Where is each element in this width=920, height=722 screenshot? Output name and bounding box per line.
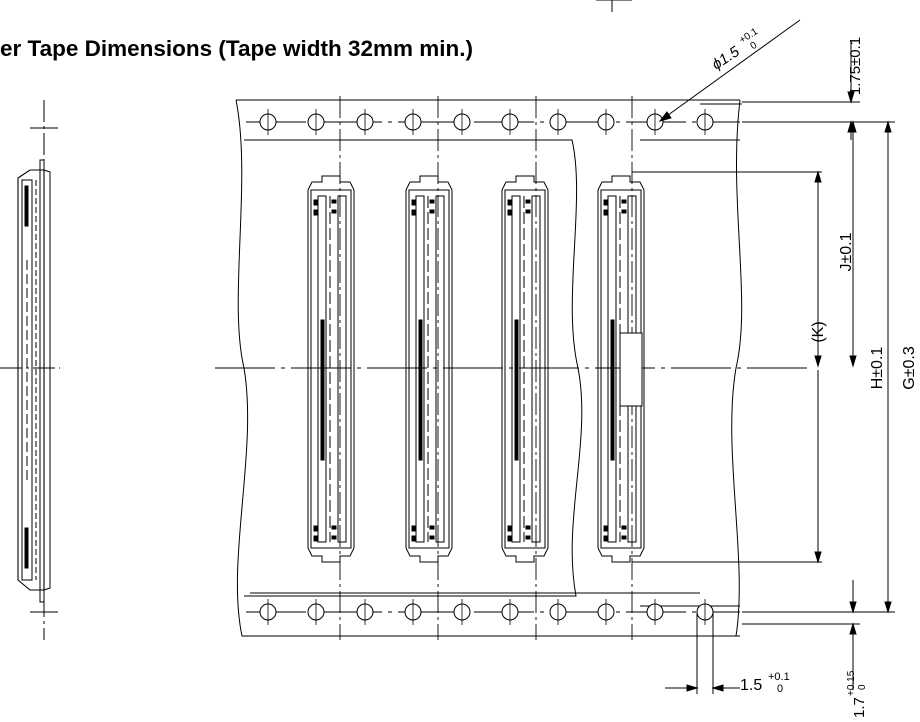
terminal-mark bbox=[313, 199, 318, 206]
dimension-text: ϕ1.5 +0.1 0 1.75±0.1 J±0.1 (K) H±0.1 G±0… bbox=[709, 26, 918, 718]
terminal-mark bbox=[621, 209, 627, 214]
side-view bbox=[0, 100, 60, 640]
connector-rail-left bbox=[607, 195, 617, 543]
connector bbox=[597, 175, 645, 563]
connector-housing bbox=[597, 175, 645, 563]
connector bbox=[405, 175, 453, 563]
terminal-mark bbox=[603, 199, 608, 206]
terminal-mark bbox=[507, 199, 512, 206]
side-view-mark-bottom bbox=[24, 527, 29, 569]
terminal-mark bbox=[411, 535, 416, 542]
center-marker bbox=[619, 332, 643, 407]
pitch-offset-label: 1.5 bbox=[740, 677, 762, 694]
terminal-mark bbox=[525, 535, 531, 540]
connector-rail-left bbox=[511, 195, 521, 543]
connector-housing bbox=[501, 175, 549, 563]
terminal-mark bbox=[429, 525, 435, 530]
terminal-mark bbox=[411, 209, 416, 216]
connector-contact-strip bbox=[320, 319, 325, 461]
connector-rail-right bbox=[435, 195, 445, 543]
drawing-title: er Tape Dimensions (Tape width 32mm min.… bbox=[0, 36, 474, 61]
terminal-mark bbox=[429, 199, 435, 204]
terminal-mark bbox=[331, 535, 337, 540]
H-label: H±0.1 bbox=[869, 347, 886, 390]
svg-text:+0.15: +0.15 bbox=[846, 670, 857, 696]
terminal-mark bbox=[313, 209, 318, 216]
terminal-mark bbox=[313, 535, 318, 542]
connector-frame bbox=[408, 189, 450, 549]
hole-diameter-label: ϕ1.5 bbox=[709, 43, 743, 74]
connector bbox=[501, 175, 549, 563]
K-label: (K) bbox=[810, 321, 827, 342]
terminal-mark bbox=[603, 535, 608, 542]
terminal-mark bbox=[507, 525, 512, 532]
terminal-mark bbox=[621, 525, 627, 530]
terminal-mark bbox=[507, 535, 512, 542]
terminal-mark bbox=[331, 209, 337, 214]
dimension-lines bbox=[596, 0, 895, 694]
terminal-mark bbox=[331, 199, 337, 204]
connector-contact-strip bbox=[610, 319, 615, 461]
terminal-mark bbox=[411, 199, 416, 206]
svg-text:+0.1: +0.1 bbox=[768, 671, 790, 683]
connector-frame bbox=[504, 189, 546, 549]
terminal-mark bbox=[331, 525, 337, 530]
terminal-mark bbox=[507, 209, 512, 216]
sprocket-holes bbox=[259, 109, 714, 625]
terminal-mark bbox=[525, 209, 531, 214]
terminal-mark bbox=[411, 525, 416, 532]
svg-text:0: 0 bbox=[749, 40, 760, 52]
terminal-mark bbox=[525, 525, 531, 530]
bottom-dim-label: 1.7 bbox=[851, 697, 868, 718]
connector-contact-strip bbox=[514, 319, 519, 461]
connector-housing bbox=[307, 175, 355, 563]
connector bbox=[307, 175, 355, 563]
terminal-mark bbox=[603, 209, 608, 216]
side-view-mark-top bbox=[24, 185, 29, 227]
G-label: G±0.3 bbox=[901, 346, 918, 390]
terminal-mark bbox=[603, 525, 608, 532]
connector-rail-right bbox=[337, 195, 347, 543]
terminal-mark bbox=[621, 535, 627, 540]
connector-rail-right bbox=[531, 195, 541, 543]
terminal-mark bbox=[429, 535, 435, 540]
side-view-tape-body bbox=[39, 159, 51, 603]
connector-contact-strip bbox=[418, 319, 423, 461]
side-view-connector-body bbox=[17, 169, 45, 591]
svg-text:0: 0 bbox=[777, 683, 783, 695]
connector-rail-left bbox=[317, 195, 327, 543]
connector-frame bbox=[310, 189, 352, 549]
terminal-mark bbox=[313, 525, 318, 532]
side-view-inner bbox=[21, 179, 33, 581]
connector-housing bbox=[405, 175, 453, 563]
terminal-mark bbox=[525, 199, 531, 204]
edge-to-hole-label: 1.75±0.1 bbox=[847, 37, 864, 95]
J-label: J±0.1 bbox=[838, 232, 855, 271]
terminal-mark bbox=[429, 209, 435, 214]
svg-text:0: 0 bbox=[857, 684, 868, 690]
terminal-mark bbox=[621, 199, 627, 204]
connectors bbox=[307, 175, 645, 563]
connector-rail-left bbox=[415, 195, 425, 543]
